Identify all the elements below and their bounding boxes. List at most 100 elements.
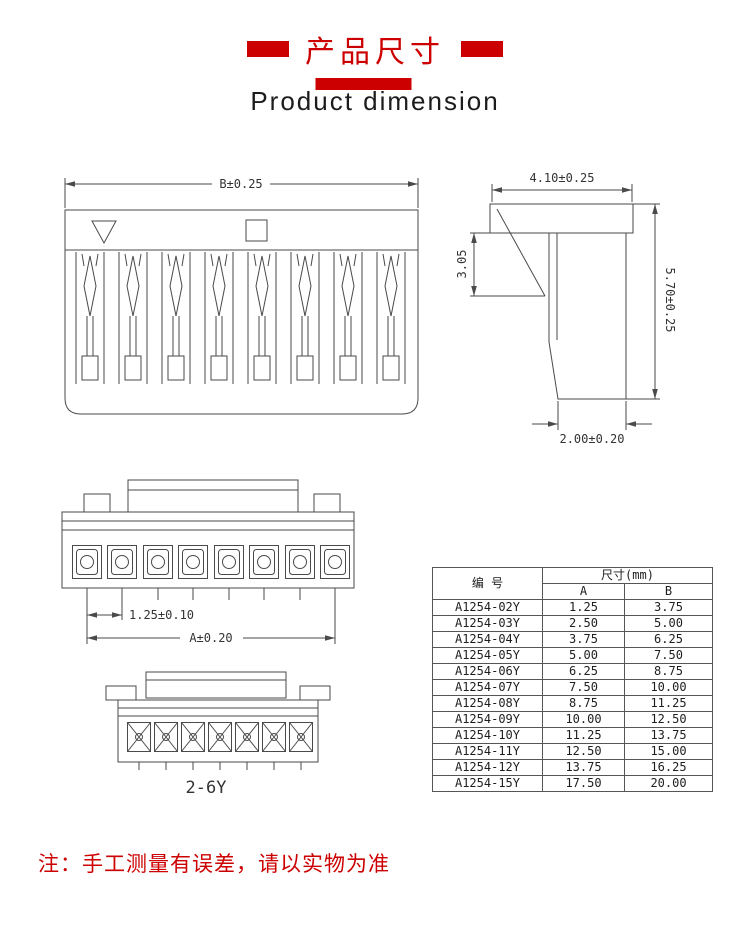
title-row: 产品尺寸 <box>0 30 750 69</box>
subtitle-accent-bar <box>315 78 412 90</box>
cell-a: 1.25 <box>542 599 625 616</box>
table-row: A1254-02Y 1.25 3.75 <box>432 599 713 616</box>
table-header-part: 编 号 <box>432 567 543 600</box>
cell-b: 7.50 <box>624 647 713 664</box>
cell-part: A1254-10Y <box>432 727 543 744</box>
cell-part: A1254-04Y <box>432 631 543 648</box>
cell-b: 13.75 <box>624 727 713 744</box>
cell-part: A1254-09Y <box>432 711 543 728</box>
cell-part: A1254-02Y <box>432 599 543 616</box>
left-tab <box>105 685 137 701</box>
dimension-table: 编 号 尺寸(mm) A B A1254-02Y 1.25 3.75 A1254… <box>432 567 713 792</box>
dimension-b: B±0.25 <box>64 177 419 208</box>
dimension-top: 4.10±0.25 <box>491 171 633 202</box>
cell-a: 11.25 <box>542 727 625 744</box>
cell-a: 8.75 <box>542 695 625 712</box>
dimension-pitch: 1.25±0.10 <box>86 600 194 622</box>
table-row: A1254-11Y 12.50 15.00 <box>432 743 713 760</box>
terminal-legs <box>138 762 302 770</box>
subtitle-block: Product dimension <box>0 78 750 120</box>
pitch-view-drawing: 1.25±0.10 A±0.20 <box>61 479 355 645</box>
right-tab <box>313 493 341 513</box>
housing-outline <box>61 511 355 589</box>
housing-outline <box>117 699 319 763</box>
cavity-row <box>72 545 350 579</box>
housing-inner-lines <box>118 707 318 717</box>
title-left-bar <box>247 41 289 57</box>
dimension-foot: 2.00±0.20 <box>532 401 652 446</box>
table-header-b: B <box>624 583 713 600</box>
side-view-drawing: 4.10±0.25 3.05 5.70±0.25 2.00±0.20 <box>455 171 677 446</box>
page-subtitle: Product dimension <box>250 86 500 116</box>
housing-inner-lines <box>62 520 354 531</box>
table-header-a: A <box>542 583 625 600</box>
cell-part: A1254-06Y <box>432 663 543 680</box>
top-boss-outline <box>145 671 287 699</box>
cell-part: A1254-08Y <box>432 695 543 712</box>
cell-a: 7.50 <box>542 679 625 696</box>
dimension-label: 1.25±0.10 <box>129 608 194 622</box>
table-row: A1254-12Y 13.75 16.25 <box>432 759 713 776</box>
cell-b: 15.00 <box>624 743 713 760</box>
front-view-drawing: B±0.25 <box>64 177 419 415</box>
cell-b: 8.75 <box>624 663 713 680</box>
square-mark <box>245 219 268 242</box>
cell-part: A1254-11Y <box>432 743 543 760</box>
cell-part: A1254-12Y <box>432 759 543 776</box>
dimension-left: 3.05 <box>455 232 545 297</box>
cell-b: 20.00 <box>624 775 713 792</box>
cell-a: 5.00 <box>542 647 625 664</box>
table-row: A1254-06Y 6.25 8.75 <box>432 663 713 680</box>
right-tab <box>299 685 331 701</box>
housing-outline <box>64 209 419 415</box>
page-title: 产品尺寸 <box>305 36 445 69</box>
dimension-label: 5.70±0.25 <box>663 267 677 332</box>
dimension-label: 3.05 <box>455 250 469 279</box>
cell-b: 5.00 <box>624 615 713 632</box>
table-row: A1254-07Y 7.50 10.00 <box>432 679 713 696</box>
cap-outline <box>489 203 634 234</box>
cell-a: 13.75 <box>542 759 625 776</box>
cell-b: 3.75 <box>624 599 713 616</box>
dimension-label: A±0.20 <box>189 631 232 645</box>
cell-a: 12.50 <box>542 743 625 760</box>
cell-a: 2.50 <box>542 615 625 632</box>
cell-a: 10.00 <box>542 711 625 728</box>
left-tab <box>83 493 111 513</box>
cell-a: 6.25 <box>542 663 625 680</box>
top-boss-outline <box>127 479 299 513</box>
terminal-legs <box>86 588 336 600</box>
measurement-note: 注：手工测量有误差，请以实物为准 <box>38 853 390 876</box>
table-row: A1254-05Y 5.00 7.50 <box>432 647 713 664</box>
cell-b: 11.25 <box>624 695 713 712</box>
page-header: 产品尺寸 Product dimension <box>0 30 750 120</box>
dimension-label: 4.10±0.25 <box>529 171 594 185</box>
table-row: A1254-10Y 11.25 13.75 <box>432 727 713 744</box>
polarity-triangle-mark <box>91 220 117 245</box>
cell-b: 6.25 <box>624 631 713 648</box>
title-right-bar <box>461 41 503 57</box>
dimension-a: A±0.20 <box>86 600 336 645</box>
table-header-size: 尺寸(mm) <box>542 567 713 584</box>
cell-a: 3.75 <box>542 631 625 648</box>
table-header-row: 编 号 尺寸(mm) <box>432 567 713 600</box>
cell-part: A1254-05Y <box>432 647 543 664</box>
cell-part: A1254-03Y <box>432 615 543 632</box>
table-row: A1254-03Y 2.50 5.00 <box>432 615 713 632</box>
body-outline <box>548 232 627 400</box>
cell-part: A1254-07Y <box>432 679 543 696</box>
table-row: A1254-08Y 8.75 11.25 <box>432 695 713 712</box>
table-row: A1254-09Y 10.00 12.50 <box>432 711 713 728</box>
dimension-right: 5.70±0.25 <box>626 203 677 400</box>
dimension-label: 2.00±0.20 <box>559 432 624 446</box>
cell-b: 16.25 <box>624 759 713 776</box>
cell-b: 10.00 <box>624 679 713 696</box>
dimension-label: B±0.25 <box>219 177 262 191</box>
variant-view-drawing: 2-6Y <box>105 671 331 798</box>
cell-a: 17.50 <box>542 775 625 792</box>
latch-line <box>496 208 546 297</box>
table-row: A1254-15Y 17.50 20.00 <box>432 775 713 792</box>
cavity-row <box>127 722 313 752</box>
